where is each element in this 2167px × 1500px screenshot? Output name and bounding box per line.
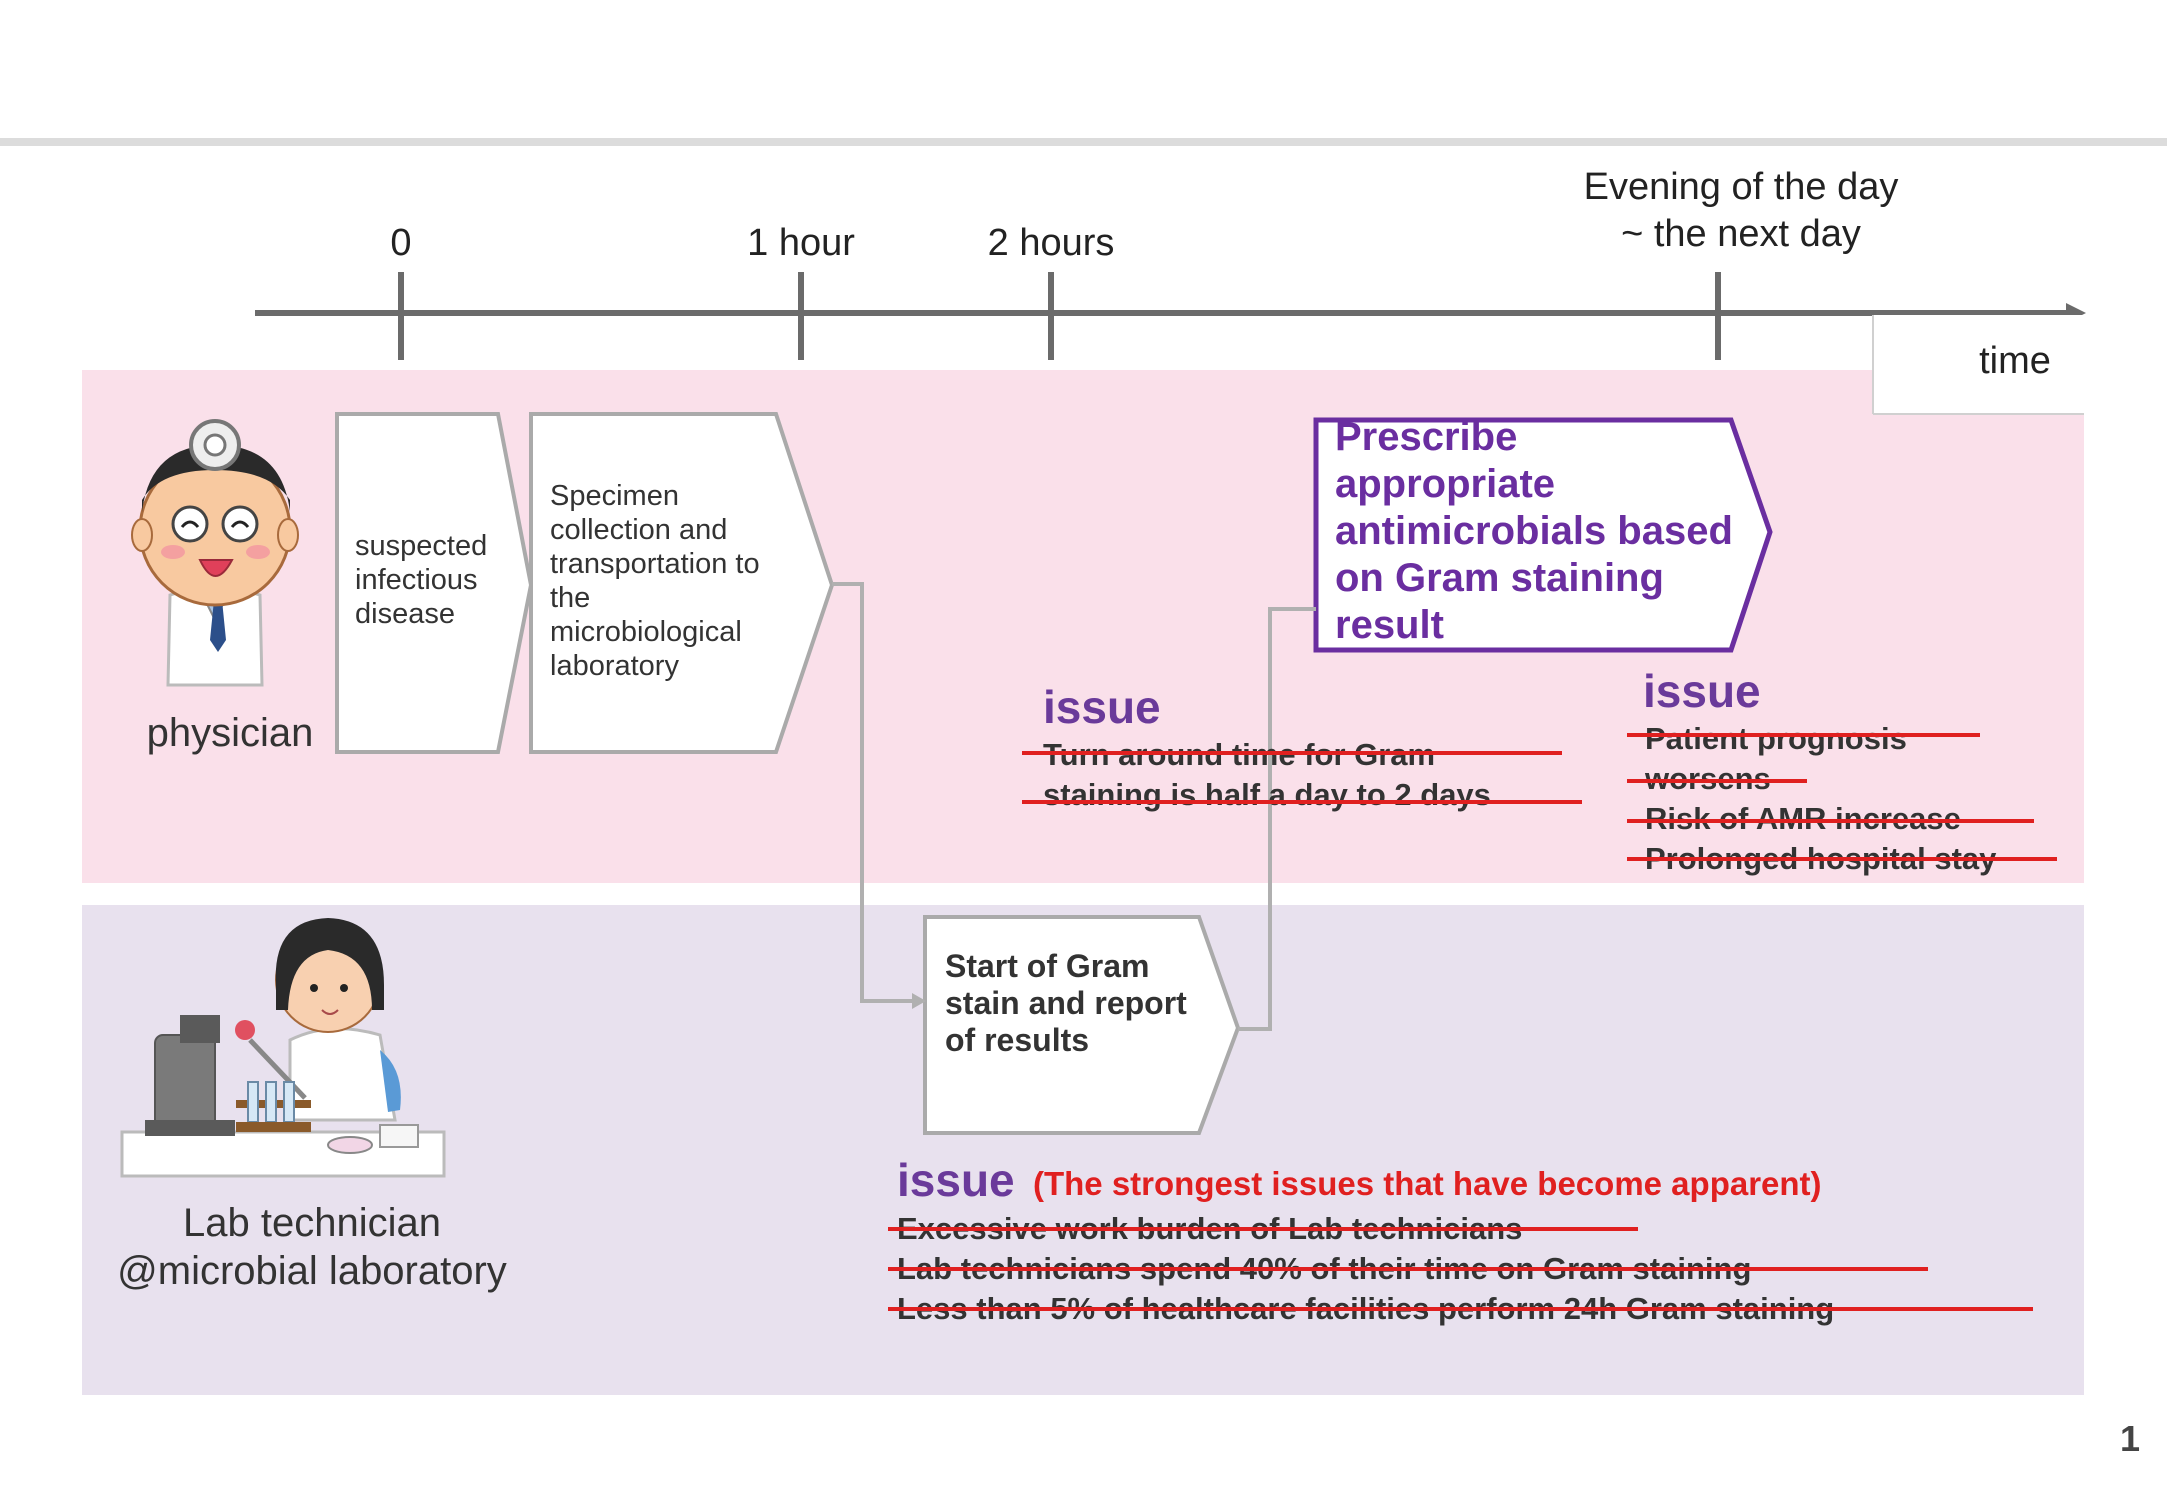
tick-label-1-hour: 1 hour [747,222,855,264]
step-prescribe-antimicrobials: Prescribe appropriate antimicrobials bas… [1335,415,1733,647]
physician-label: physician [146,711,314,755]
header-rule [0,138,2167,146]
strikethrough-line [888,1267,1928,1271]
issue-lab-heading: issue [897,1154,1015,1206]
strikethrough-line [1022,800,1582,804]
strikethrough-line [1022,751,1562,755]
strikethrough-line [1627,857,2057,861]
issue-turnaround-line1: Turn around time for Gram [1043,735,1435,775]
tick-label-evening-line1: Evening of the day [1583,166,1899,208]
issue-prognosis-line1: Patient prognosis [1645,721,1907,756]
chevron-gram-stain [923,915,1241,1135]
chevron-suspected [335,412,534,754]
strikethrough-line [1627,779,1807,783]
issue-prognosis-line2: worsens [1645,759,1771,799]
time-axis-label: time [1979,340,2051,382]
lab-technician-illustration [120,918,446,1178]
time-label-box [1872,315,2084,414]
tick-label-0: 0 [390,222,412,264]
issue-turnaround-heading: issue [1043,681,1161,733]
tick-label-evening-line2: ~ the next day [1621,213,1861,255]
issue-turnaround-line2: staining is half a day to 2 days [1043,777,1491,812]
step-suspected-infectious-disease: suspected infectious disease [355,530,488,630]
lab-technician-location: @microbial laboratory [117,1249,507,1293]
step-gram-stain: Start of Gram stain and report of result… [945,948,1187,1058]
lab-technician-label: Lab technician [183,1201,441,1245]
page-number: 1 [2119,1418,2140,1459]
strikethrough-line [1627,819,2034,823]
physician-illustration [131,419,299,687]
strikethrough-line [888,1307,2033,1311]
chevron-prescribe [1313,417,1773,653]
strikethrough-line [888,1227,1638,1231]
strikethrough-line [1627,733,1980,737]
issue-prognosis-heading: issue [1643,665,1761,717]
issue-amr-risk: Risk of AMR increase [1645,799,1961,839]
chevron-specimen [529,412,835,754]
connector-specimen-to-lab [832,582,914,1003]
connector-lab-to-prescribe [1238,607,1316,1031]
tick-label-2-hours: 2 hours [987,222,1115,264]
step-specimen-collection: Specimen collection and transportation t… [550,480,760,682]
issue-lab-note: (The strongest issues that have become a… [1033,1165,1822,1202]
